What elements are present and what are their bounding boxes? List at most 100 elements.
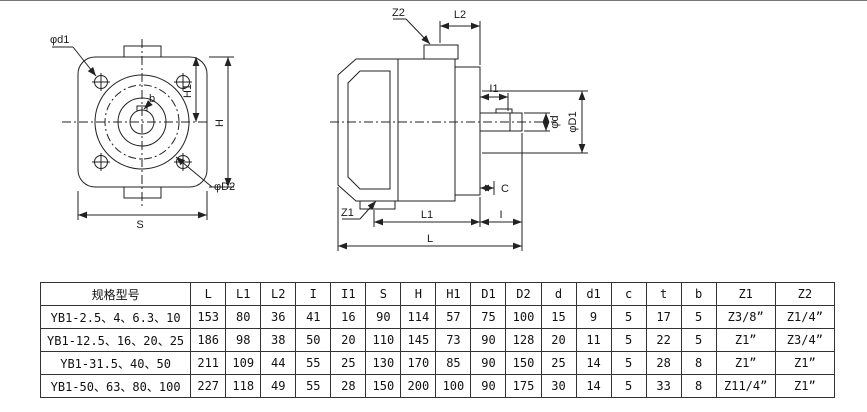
spec-value-cell: 22 xyxy=(645,328,682,352)
spec-col-header: t xyxy=(645,282,682,306)
spec-col-header: b xyxy=(680,282,717,306)
spec-col-header: 规格型号 xyxy=(39,282,192,306)
spec-value-cell: 80 xyxy=(225,305,262,329)
front-dim-labels: φd1 b H1 H φD2 S xyxy=(50,34,235,231)
top-port-boss xyxy=(423,44,459,60)
spec-value-cell: 100 xyxy=(435,374,472,398)
spec-value-cell: 186 xyxy=(190,328,227,352)
housing-outline xyxy=(337,58,399,202)
spec-model-cell: YB1-31.5、40、50 xyxy=(39,351,192,375)
spec-value-cell: 49 xyxy=(260,374,297,398)
dim-label-h: H xyxy=(214,119,226,127)
spec-value-cell: 114 xyxy=(400,305,437,329)
spec-value-cell: 30 xyxy=(540,374,577,398)
spec-value-cell: 50 xyxy=(295,328,332,352)
spec-value-cell: 109 xyxy=(225,351,262,375)
spec-value-cell: 145 xyxy=(400,328,437,352)
spec-col-header: L2 xyxy=(260,282,297,306)
spec-value-cell: 8 xyxy=(680,351,717,375)
spec-value-cell: 118 xyxy=(225,374,262,398)
dim-label-l1: L1 xyxy=(421,209,433,221)
spec-value-cell: Z1” xyxy=(774,374,836,398)
bottom-foot xyxy=(359,201,396,210)
spec-value-cell: 90 xyxy=(470,351,507,375)
spec-value-cell: Z3/8” xyxy=(715,305,776,329)
spec-value-cell: 5 xyxy=(610,328,647,352)
spec-value-cell: 90 xyxy=(470,374,507,398)
dim-label-l: L xyxy=(427,233,433,245)
spec-value-cell: 28 xyxy=(330,374,367,398)
spec-value-cell: 227 xyxy=(190,374,227,398)
spec-value-cell: Z3/4” xyxy=(774,328,836,352)
spec-value-cell: 130 xyxy=(365,351,402,375)
side-dimensions xyxy=(337,18,588,251)
spec-value-cell: 75 xyxy=(470,305,507,329)
dim-label-phi-d1-pilot: φD1 xyxy=(567,111,579,132)
spec-value-cell: Z1” xyxy=(715,351,776,375)
spec-value-cell: 20 xyxy=(540,328,577,352)
spec-value-cell: 90 xyxy=(365,305,402,329)
spec-value-cell: 16 xyxy=(330,305,367,329)
spec-value-cell: 150 xyxy=(365,374,402,398)
spec-value-cell: 38 xyxy=(260,328,297,352)
spec-value-cell: 25 xyxy=(540,351,577,375)
dim-label-i: I xyxy=(499,209,502,221)
dim-label-phi-d2: φD2 xyxy=(214,181,235,193)
spec-value-cell: Z1” xyxy=(774,351,836,375)
technical-drawing: φd1 b H1 H φD2 S xyxy=(50,7,588,251)
dim-label-z2: Z2 xyxy=(392,7,405,19)
dim-label-z1: Z1 xyxy=(341,207,354,219)
spec-value-cell: 41 xyxy=(295,305,332,329)
spec-col-header: D2 xyxy=(505,282,542,306)
dim-label-l2: L2 xyxy=(454,9,466,21)
spec-value-cell: 5 xyxy=(610,305,647,329)
dim-label-i1: I1 xyxy=(489,83,498,95)
dim-label-phi-d1: φd1 xyxy=(50,34,69,46)
spec-value-cell: 90 xyxy=(470,328,507,352)
spec-value-cell: 55 xyxy=(295,351,332,375)
spec-col-header: H xyxy=(400,282,437,306)
spec-value-cell: 128 xyxy=(505,328,542,352)
spec-value-cell: 36 xyxy=(260,305,297,329)
spec-model-cell: YB1-2.5、4、6.3、10 xyxy=(39,305,192,329)
spec-value-cell: 110 xyxy=(365,328,402,352)
dim-label-c: C xyxy=(501,183,509,195)
spec-col-header: H1 xyxy=(435,282,472,306)
spec-col-header: I1 xyxy=(330,282,367,306)
spec-col-header: L xyxy=(190,282,227,306)
spec-value-cell: 170 xyxy=(400,351,437,375)
spec-value-cell: 44 xyxy=(260,351,297,375)
side-dim-labels: Z2 L2 I1 φd φD1 C Z1 L1 I L xyxy=(341,7,579,245)
dim-label-phi-d: φd xyxy=(549,115,561,128)
spec-value-cell: 25 xyxy=(330,351,367,375)
spec-value-cell: 5 xyxy=(610,374,647,398)
spec-col-header: Z2 xyxy=(774,282,836,306)
mounting-flange xyxy=(454,66,481,196)
spec-value-cell: Z1/4” xyxy=(774,305,836,329)
dim-label-b: b xyxy=(149,93,155,105)
spec-col-header: c xyxy=(610,282,647,306)
spec-model-cell: YB1-50、63、80、100 xyxy=(39,374,192,398)
side-view xyxy=(330,44,556,210)
spec-value-cell: 14 xyxy=(575,374,612,398)
spec-value-cell: 28 xyxy=(645,351,682,375)
spec-value-cell: 17 xyxy=(645,305,682,329)
spec-value-cell: 100 xyxy=(505,305,542,329)
spec-value-cell: 55 xyxy=(295,374,332,398)
spec-col-header: d xyxy=(540,282,577,306)
spec-value-cell: 85 xyxy=(435,351,472,375)
spec-value-cell: 73 xyxy=(435,328,472,352)
spec-model-cell: YB1-12.5、16、20、25 xyxy=(39,328,192,352)
spec-value-cell: 11 xyxy=(575,328,612,352)
spec-value-cell: 153 xyxy=(190,305,227,329)
housing-inner-contour xyxy=(347,70,391,190)
body-block xyxy=(397,58,456,202)
spec-value-cell: 5 xyxy=(680,305,717,329)
dim-label-s: S xyxy=(136,219,143,231)
